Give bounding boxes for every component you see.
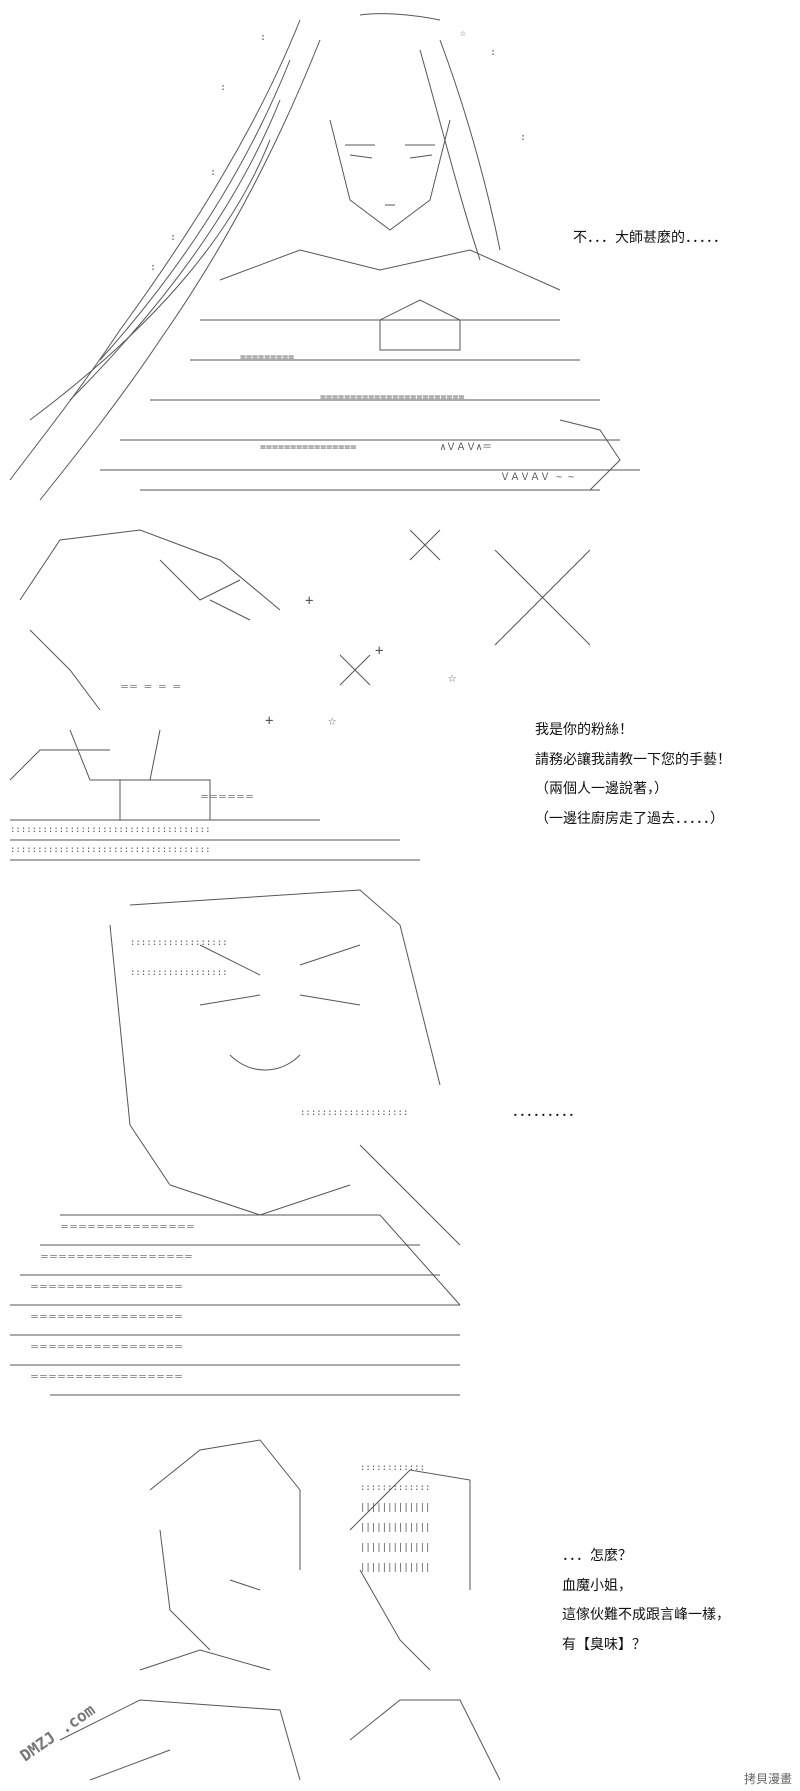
caption-line: 請務必讓我請教一下您的手藝！ bbox=[535, 751, 731, 768]
panel-1: : : : : : : : ☆ ========= ==============… bbox=[0, 0, 800, 515]
svg-text::: : bbox=[520, 132, 526, 143]
svg-text::: : bbox=[490, 47, 496, 58]
svg-text:::::::::::::::::::::: :::::::::::::::::::: bbox=[300, 1108, 408, 1118]
svg-text:|||||||||||||: ||||||||||||| bbox=[360, 1543, 430, 1553]
svg-text:+: + bbox=[375, 643, 383, 659]
svg-text::: : bbox=[210, 167, 216, 178]
ascii-art-two-figures-talking: :::::::::::: ::::::::::::: |||||||||||||… bbox=[59, 1439, 501, 1781]
svg-text::: : bbox=[150, 262, 156, 273]
panel-3: :::::::::::::::::: :::::::::::::::::: ::… bbox=[0, 885, 800, 1405]
svg-text:|||||||||||||: ||||||||||||| bbox=[360, 1523, 430, 1533]
svg-text:::::::::::::::::::::::::::::::: ::::::::::::::::::::::::::::::::::::: bbox=[10, 845, 210, 855]
caption-line: 不．．．大師甚麼的．．．．． bbox=[573, 230, 727, 246]
caption-line: ．．．怎麼？ bbox=[562, 1548, 632, 1564]
svg-text:::::::::::::::::::: :::::::::::::::::: bbox=[130, 938, 228, 948]
svg-text:＝＝＝＝＝＝＝＝＝＝＝＝＝＝＝＝＝: ＝＝＝＝＝＝＝＝＝＝＝＝＝＝＝＝＝ bbox=[30, 1283, 183, 1293]
caption: 我是你的粉絲！ 請務必讓我請教一下您的手藝！ （兩個人一邊說著，） （一邊往廚房… bbox=[535, 722, 731, 840]
ascii-art-figure-closeup: :::::::::::::::::: :::::::::::::::::: ::… bbox=[10, 889, 461, 1396]
svg-text:::::::::::::::::::::::::::::::: ::::::::::::::::::::::::::::::::::::: bbox=[10, 825, 210, 835]
svg-text:＝＝ ＝ ＝ ＝: ＝＝ ＝ ＝ ＝ bbox=[120, 683, 181, 693]
svg-text:＝＝＝＝＝＝＝＝＝＝＝＝＝＝＝＝＝: ＝＝＝＝＝＝＝＝＝＝＝＝＝＝＝＝＝ bbox=[30, 1373, 183, 1383]
svg-text:☆: ☆ bbox=[328, 713, 337, 729]
site-watermark: 拷貝漫畫 bbox=[743, 1772, 792, 1786]
svg-text:＝＝＝＝＝＝＝＝＝＝＝＝＝＝＝: ＝＝＝＝＝＝＝＝＝＝＝＝＝＝＝ bbox=[60, 1223, 195, 1233]
svg-text::: : bbox=[260, 32, 266, 43]
caption-line: 血魔小姐， bbox=[562, 1577, 632, 1594]
svg-text:::::::::::::::::::: :::::::::::::::::: bbox=[130, 968, 228, 978]
svg-text:+: + bbox=[305, 593, 313, 609]
caption-line: 這傢伙難不成跟言峰一樣， bbox=[562, 1607, 730, 1623]
svg-text:|||||||||||||: ||||||||||||| bbox=[360, 1503, 430, 1513]
caption-line: 我是你的粉絲！ bbox=[535, 722, 633, 738]
ascii-art-two-figures-cooking: + + + ☆ ☆ ＝＝ ＝ ＝ ＝ ＝＝＝＝＝＝ ::::::::::::::… bbox=[9, 529, 591, 861]
svg-text:＝＝＝＝＝＝＝＝＝＝＝＝＝＝＝＝＝: ＝＝＝＝＝＝＝＝＝＝＝＝＝＝＝＝＝ bbox=[40, 1253, 193, 1263]
svg-text:∧ＶＡＶ∧＝: ∧ＶＡＶ∧＝ bbox=[440, 442, 492, 453]
svg-text:========================: ======================== bbox=[320, 392, 465, 403]
caption-line: ．．．．．．．．． bbox=[512, 1104, 582, 1120]
caption-line: （兩個人一邊說著，） bbox=[535, 781, 668, 797]
svg-text:|||||||||||||: ||||||||||||| bbox=[360, 1563, 430, 1573]
svg-text:＝＝＝＝＝＝＝＝＝＝＝＝＝＝＝＝＝: ＝＝＝＝＝＝＝＝＝＝＝＝＝＝＝＝＝ bbox=[30, 1343, 183, 1353]
caption: ．．．．．．．．． bbox=[512, 1104, 582, 1134]
svg-text:=========: ========= bbox=[240, 352, 294, 363]
svg-text:＝＝＝＝＝＝: ＝＝＝＝＝＝ bbox=[200, 793, 254, 803]
panel-2: + + + ☆ ☆ ＝＝ ＝ ＝ ＝ ＝＝＝＝＝＝ ::::::::::::::… bbox=[0, 520, 800, 875]
caption-line: （一邊往廚房走了過去．．．．．） bbox=[535, 810, 724, 827]
dmzj-logo: DMZJ .com bbox=[16, 1700, 98, 1765]
caption-line: 有【臭味】？ bbox=[562, 1636, 646, 1653]
svg-text:+: + bbox=[265, 713, 273, 729]
svg-text:================: ================ bbox=[260, 442, 356, 453]
svg-text:☆: ☆ bbox=[448, 670, 457, 686]
svg-text::::::::::::::: ::::::::::::: bbox=[360, 1483, 430, 1493]
svg-text:::::::::::::: :::::::::::: bbox=[360, 1463, 425, 1473]
svg-text:☆: ☆ bbox=[460, 28, 466, 39]
logo-text: DMZJ .com bbox=[16, 1700, 98, 1765]
svg-text:＝＝＝＝＝＝＝＝＝＝＝＝＝＝＝＝＝: ＝＝＝＝＝＝＝＝＝＝＝＝＝＝＝＝＝ bbox=[30, 1313, 183, 1323]
svg-text::: : bbox=[170, 232, 176, 243]
svg-text:ＶＡＶＡＶ ~ ~: ＶＡＶＡＶ ~ ~ bbox=[500, 472, 574, 483]
ascii-art-figure-long-hair: : : : : : : : ☆ ========= ==============… bbox=[9, 13, 640, 501]
panel-4: :::::::::::: ::::::::::::: |||||||||||||… bbox=[0, 1410, 800, 1791]
caption: ．．．怎麼？ 血魔小姐， 這傢伙難不成跟言峰一樣， 有【臭味】？ bbox=[562, 1548, 730, 1666]
caption: 不．．．大師甚麼的．．．．． bbox=[573, 230, 727, 260]
svg-text::: : bbox=[220, 82, 226, 93]
